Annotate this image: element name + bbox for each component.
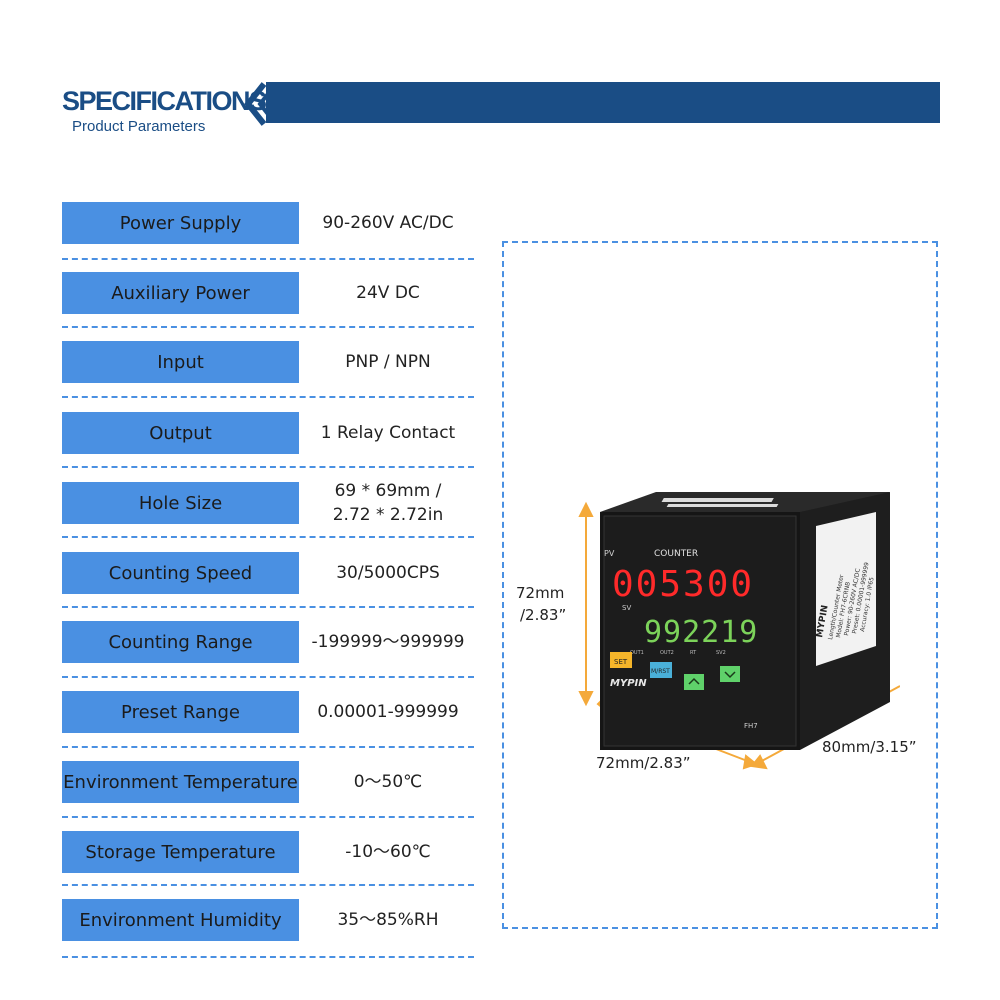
spec-value: -10～60℃ xyxy=(345,842,431,862)
down-button xyxy=(720,666,740,682)
divider xyxy=(62,956,474,958)
sv-label: SV xyxy=(622,604,631,612)
spec-label: Input xyxy=(62,341,299,383)
spec-label: Auxiliary Power xyxy=(62,272,299,314)
set-button-label: SET xyxy=(614,658,628,666)
height-dimension-arrow xyxy=(578,501,594,707)
spec-value: PNP / NPN xyxy=(345,352,431,372)
divider xyxy=(62,884,474,886)
up-button xyxy=(684,674,704,690)
spec-value-line: 2.72 * 2.72in xyxy=(332,505,444,525)
divider xyxy=(62,606,474,608)
spec-row-preset-range: Preset Range 0.00001-999999 xyxy=(62,691,474,733)
divider xyxy=(62,676,474,678)
spec-row-power-supply: Power Supply 90-260V AC/DC xyxy=(62,202,474,244)
pv-label: PV xyxy=(604,549,615,558)
page-subtitle: Product Parameters xyxy=(72,118,206,135)
spec-row-auxiliary-power: Auxiliary Power 24V DC xyxy=(62,272,474,314)
height-dimension-label: 72mm xyxy=(516,584,565,602)
pv-display: 005300 xyxy=(612,564,754,605)
depth-dimension-label: 80mm/3.15” xyxy=(822,738,917,756)
spec-value: 30/5000CPS xyxy=(336,563,440,583)
divider xyxy=(62,326,474,328)
out2-indicator: OUT2 xyxy=(660,650,674,656)
spec-value: 1 Relay Contact xyxy=(320,423,456,443)
rt-indicator: RT xyxy=(690,650,697,656)
mrst-button-label: M/RST xyxy=(651,668,670,675)
counter-meter-illustration: MYPIN Length/Counter Meter Model: FH7-6C… xyxy=(578,492,900,770)
spec-label: Output xyxy=(62,412,299,454)
set-button xyxy=(610,652,632,668)
header-banner xyxy=(266,82,940,123)
spec-row-storage-temperature: Storage Temperature -10～60℃ xyxy=(62,831,474,873)
spec-value: 0.00001-999999 xyxy=(317,702,459,722)
spec-value: 0～50℃ xyxy=(353,772,423,792)
spec-value: -199999～999999 xyxy=(311,632,465,652)
mrst-button xyxy=(650,662,672,678)
spec-row-counting-range: Counting Range -199999～999999 xyxy=(62,621,474,663)
divider xyxy=(62,466,474,468)
spec-row-input: Input PNP / NPN xyxy=(62,341,474,383)
spec-value: 69 * 69mm / 2.72 * 2.72in xyxy=(302,481,474,525)
width-dimension-label: 72mm/2.83” xyxy=(596,754,691,772)
spec-label: Preset Range xyxy=(62,691,299,733)
up-arrow-icon xyxy=(688,677,700,685)
spec-value: 24V DC xyxy=(356,283,420,303)
spec-value-line: 69 * 69mm / xyxy=(334,481,442,501)
divider xyxy=(62,816,474,818)
spec-label: Power Supply xyxy=(62,202,299,244)
divider xyxy=(62,746,474,748)
spec-label: Storage Temperature xyxy=(62,831,299,873)
sv-display: 992219 xyxy=(644,615,758,650)
divider xyxy=(62,396,474,398)
spec-row-hole-size: Hole Size 69 * 69mm / 2.72 * 2.72in xyxy=(62,481,474,525)
spec-label: Environment Humidity xyxy=(62,899,299,941)
down-arrow-icon xyxy=(724,671,736,679)
product-image-frame xyxy=(502,241,938,929)
sv2-indicator: SV2 xyxy=(716,650,726,656)
spec-value: 35～85%RH xyxy=(337,910,439,930)
spec-label: Hole Size xyxy=(62,482,299,524)
spec-row-environment-temperature: Environment Temperature 0～50℃ xyxy=(62,761,474,803)
counter-label: COUNTER xyxy=(654,549,698,559)
spec-label: Environment Temperature xyxy=(62,761,299,803)
page-title: SPECIFICATIONS xyxy=(62,86,267,116)
model-label: FH7 xyxy=(744,722,758,730)
spec-row-output: Output 1 Relay Contact xyxy=(62,412,474,454)
divider xyxy=(62,258,474,260)
spec-row-counting-speed: Counting Speed 30/5000CPS xyxy=(62,552,474,594)
divider xyxy=(62,536,474,538)
spec-label: Counting Speed xyxy=(62,552,299,594)
out1-indicator: OUT1 xyxy=(630,650,644,656)
spec-value: 90-260V AC/DC xyxy=(322,213,454,233)
height-dimension-label-in: /2.83” xyxy=(520,606,567,624)
spec-row-environment-humidity: Environment Humidity 35～85%RH xyxy=(62,899,474,941)
spec-label: Counting Range xyxy=(62,621,299,663)
brand-logo: MYPIN xyxy=(610,678,647,689)
